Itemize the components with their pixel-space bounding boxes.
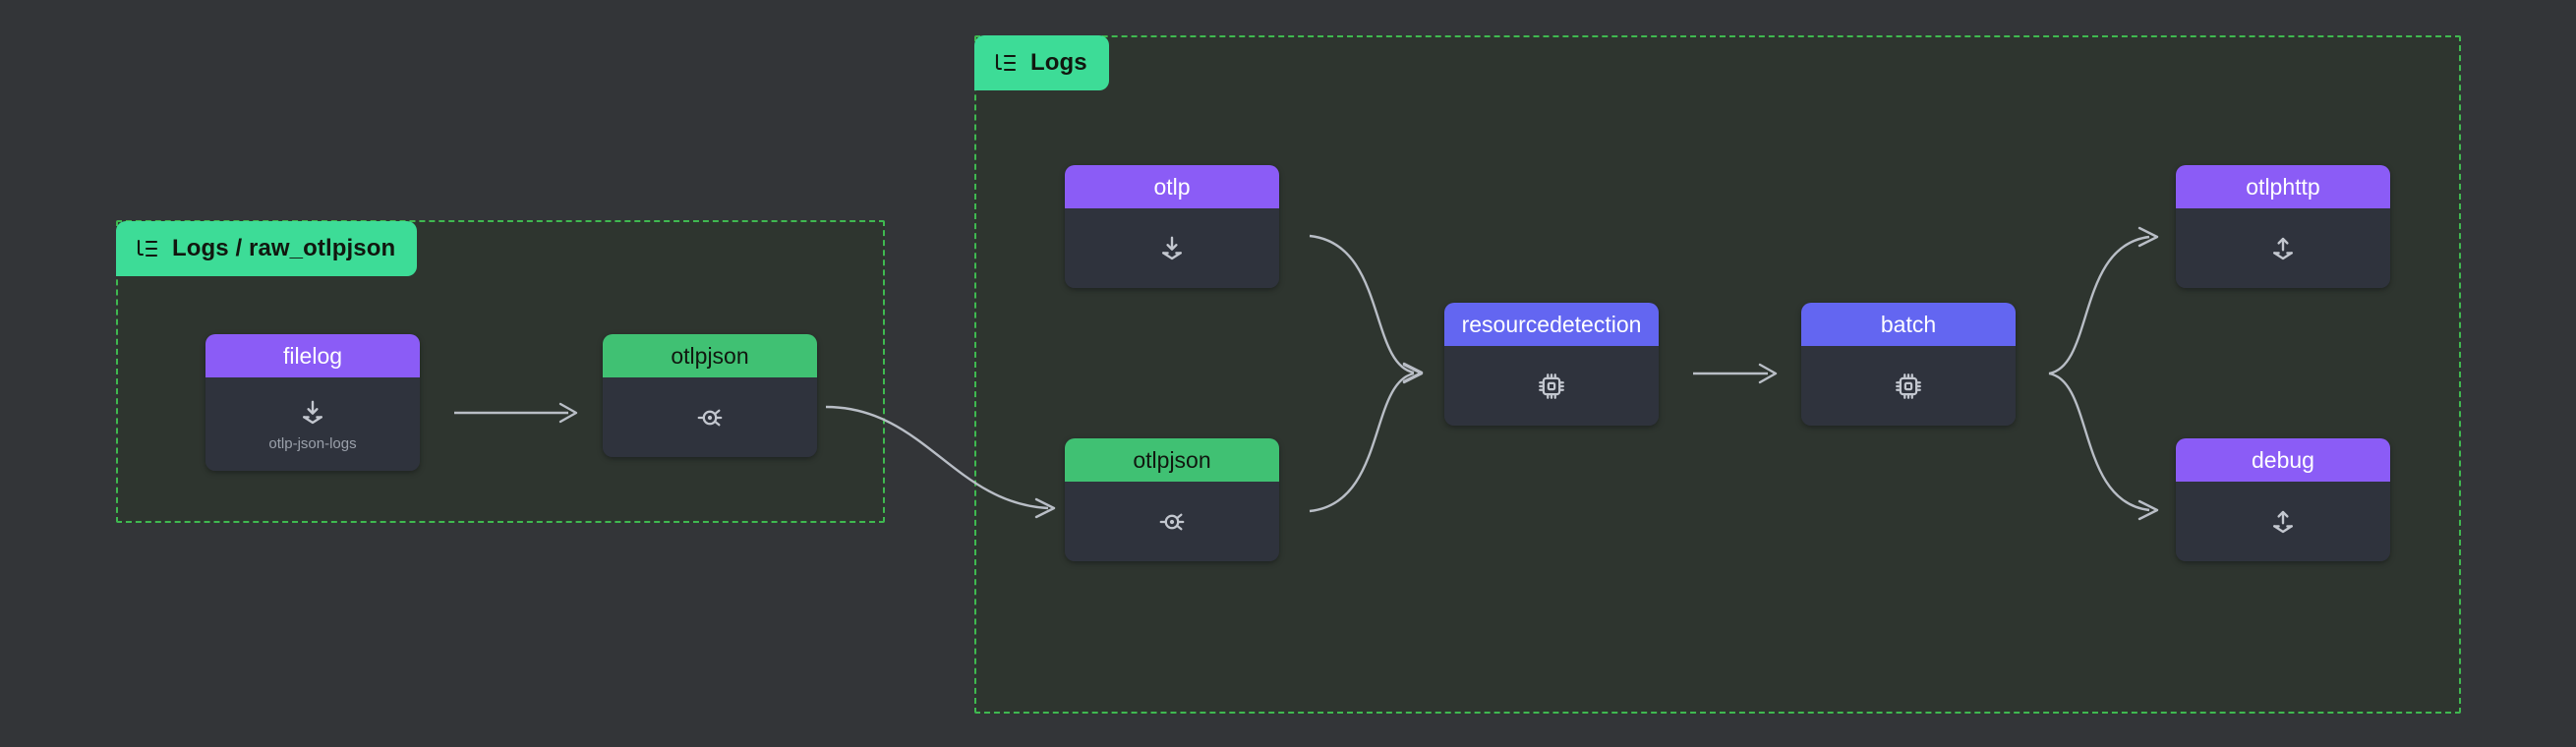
panel-badge-label: Logs / raw_otlpjson (172, 235, 396, 261)
node-debug-title: debug (2252, 446, 2314, 473)
node-debug-header: debug (2176, 438, 2390, 482)
node-filelog-body: otlp-json-logs (205, 377, 420, 471)
node-batch[interactable]: batch (1801, 303, 2016, 426)
node-filelog-title: filelog (282, 342, 343, 369)
node-otlp-body (1065, 208, 1279, 288)
node-otlp[interactable]: otlp (1065, 165, 1279, 288)
pipeline-panel-logs[interactable] (974, 35, 2461, 714)
node-batch-header: batch (1801, 303, 2016, 346)
node-otlp-title: otlp (1153, 173, 1191, 200)
node-otlphttp-body (2176, 208, 2390, 288)
node-otlpjson-right[interactable]: otlpjson (1065, 438, 1279, 561)
node-batch-body (1801, 346, 2016, 426)
node-resourcedetection-title: resourcedetection (1461, 311, 1642, 337)
node-resourcedetection[interactable]: resourcedetection (1444, 303, 1659, 426)
node-otlpjson-right-header: otlpjson (1065, 438, 1279, 482)
node-otlpjson-left[interactable]: otlpjson (603, 334, 817, 457)
connector-bug-icon (695, 403, 725, 432)
panel-badge-logs[interactable]: Logs (974, 35, 1109, 90)
node-otlpjson-left-body (603, 377, 817, 457)
cpu-chip-icon (1894, 372, 1923, 401)
connector-bug-icon (1157, 507, 1187, 537)
panel-badge-raw-otlpjson[interactable]: Logs / raw_otlpjson (116, 221, 418, 276)
node-otlphttp[interactable]: otlphttp (2176, 165, 2390, 288)
cpu-chip-icon (1537, 372, 1566, 401)
node-otlpjson-right-body (1065, 482, 1279, 561)
list-tree-icon (136, 237, 159, 260)
panel-badge-label: Logs (1030, 49, 1087, 76)
node-filelog-subtitle: otlp-json-logs (268, 434, 357, 452)
node-resourcedetection-body (1444, 346, 1659, 426)
import-download-icon (1157, 234, 1187, 263)
node-filelog[interactable]: filelog otlp-json-logs (205, 334, 420, 471)
node-otlp-header: otlp (1065, 165, 1279, 208)
export-upload-icon (2268, 234, 2298, 263)
node-debug[interactable]: debug (2176, 438, 2390, 561)
export-upload-icon (2268, 507, 2298, 537)
node-otlphttp-header: otlphttp (2176, 165, 2390, 208)
node-otlpjson-right-title: otlpjson (1133, 446, 1211, 473)
node-otlphttp-title: otlphttp (2246, 173, 2320, 200)
node-otlpjson-left-header: otlpjson (603, 334, 817, 377)
node-batch-title: batch (1880, 311, 1937, 337)
node-otlpjson-left-title: otlpjson (671, 342, 749, 369)
list-tree-icon (994, 51, 1018, 75)
node-resourcedetection-header: resourcedetection (1444, 303, 1659, 346)
node-filelog-header: filelog (205, 334, 420, 377)
node-debug-body (2176, 482, 2390, 561)
import-download-icon (298, 398, 327, 428)
